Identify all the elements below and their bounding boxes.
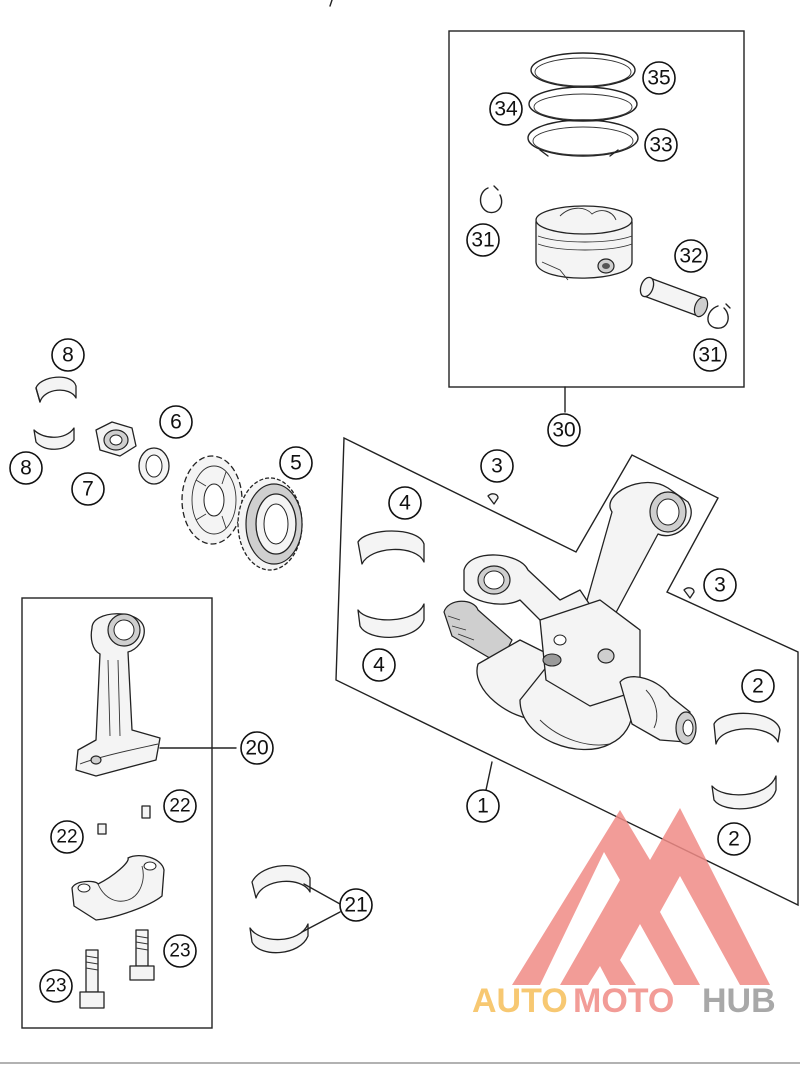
callout-1: 1: [466, 789, 500, 823]
callout-33: 33: [644, 128, 678, 162]
conrod-bearing-shells: [249, 865, 341, 954]
callout-32: 32: [674, 239, 708, 273]
svg-text:20: 20: [245, 737, 268, 760]
watermark-moto: MOTO: [573, 982, 674, 1020]
callout-3-upper: 3: [480, 449, 514, 483]
svg-text:30: 30: [552, 419, 575, 442]
washer: [138, 447, 170, 485]
main-bearing-shell-lower-right: [711, 775, 777, 810]
dowel-pin-upper: [487, 493, 499, 505]
svg-text:35: 35: [647, 67, 670, 90]
piston-ring-oil: [527, 119, 639, 157]
callout-21: 21: [339, 888, 373, 922]
callout-8-upper: 8: [51, 338, 85, 372]
crank-gear: [237, 477, 303, 571]
piston-pin-circlip-right: [707, 303, 731, 329]
crankshaft: [443, 481, 697, 751]
callout-23-left: 23: [39, 969, 73, 1003]
callout-7: 7: [71, 472, 105, 506]
piston-ring-top: [530, 52, 636, 88]
svg-text:33: 33: [649, 134, 672, 157]
dowel-pin-conrod-left: [97, 823, 107, 835]
automotohub-logo: [512, 808, 770, 985]
svg-text:32: 32: [679, 245, 702, 268]
conrod-bearing-shell-lower: [357, 603, 425, 638]
callout-20: 20: [240, 731, 274, 765]
piston-kit-group: [448, 30, 745, 413]
callout-35: 35: [642, 61, 676, 95]
main-bearing-shell-lower-left: [33, 427, 75, 450]
watermark-auto: AUTO: [472, 982, 568, 1020]
crankshaft-assembly-group: [335, 436, 799, 907]
callout-23-right: 23: [163, 934, 197, 968]
svg-text:8: 8: [62, 344, 74, 367]
svg-text:3: 3: [714, 574, 726, 597]
callout-34: 34: [489, 92, 523, 126]
svg-text:34: 34: [494, 98, 518, 121]
piston-ring-middle: [528, 86, 638, 122]
callout-30: 30: [547, 413, 581, 447]
cropped-title-fragment: [329, 0, 333, 7]
dowel-pin-right: [683, 587, 695, 599]
conrod-bolt-left: [79, 949, 105, 1009]
svg-text:31: 31: [698, 344, 721, 367]
svg-text:22: 22: [169, 796, 190, 817]
callout-31-upper: 31: [466, 223, 500, 257]
piston-pin-circlip-left: [479, 185, 503, 214]
svg-text:8: 8: [20, 457, 32, 480]
watermark-hub: HUB: [702, 982, 776, 1020]
svg-text:6: 6: [170, 411, 182, 434]
connecting-rod-cap: [71, 855, 165, 921]
piston: [535, 205, 633, 281]
crank-nut: [95, 421, 137, 457]
conrod-bearing-shell-top: [251, 865, 311, 899]
callout-2-upper: 2: [741, 669, 775, 703]
piston-pin: [639, 276, 709, 318]
callout-22-right: 22: [163, 789, 197, 823]
crankshaft-frame: [335, 436, 799, 907]
svg-text:1: 1: [477, 795, 489, 818]
conrod-kit-frame: [21, 597, 213, 1029]
automotohub-watermark: AUTO MOTO HUB: [472, 808, 776, 1020]
svg-text:23: 23: [169, 941, 190, 962]
callout-4-upper: 4: [388, 486, 422, 520]
callout-2-lower: 2: [717, 822, 751, 856]
svg-text:4: 4: [399, 492, 411, 515]
svg-text:21: 21: [344, 894, 367, 917]
callout-31-lower: 31: [693, 338, 727, 372]
callout-6: 6: [159, 405, 193, 439]
conrod-kit-group: [21, 597, 237, 1029]
main-bearing-shell-upper-right: [713, 712, 781, 745]
conrod-bolt-right: [129, 929, 155, 981]
svg-text:2: 2: [752, 675, 764, 698]
svg-text:5: 5: [290, 452, 302, 475]
svg-text:22: 22: [56, 827, 77, 848]
callout-3-right: 3: [703, 568, 737, 602]
svg-text:7: 7: [82, 478, 94, 501]
svg-text:3: 3: [491, 455, 503, 478]
main-bearing-shell-upper-left: [35, 376, 77, 403]
svg-text:23: 23: [45, 976, 66, 997]
callout-22-left: 22: [50, 820, 84, 854]
dowel-pin-conrod-right: [141, 805, 151, 819]
svg-text:4: 4: [373, 654, 385, 677]
sprocket-wheel: [181, 455, 243, 545]
conrod-bearing-shell-upper: [357, 530, 425, 565]
callout-5: 5: [279, 446, 313, 480]
callout-8-lower: 8: [9, 451, 43, 485]
svg-text:31: 31: [471, 229, 494, 252]
svg-text:2: 2: [728, 828, 740, 851]
piston-kit-frame: [448, 30, 745, 388]
callout-4-lower: 4: [362, 648, 396, 682]
connecting-rod: [75, 613, 161, 777]
conrod-bearing-shell-bottom: [249, 923, 309, 954]
